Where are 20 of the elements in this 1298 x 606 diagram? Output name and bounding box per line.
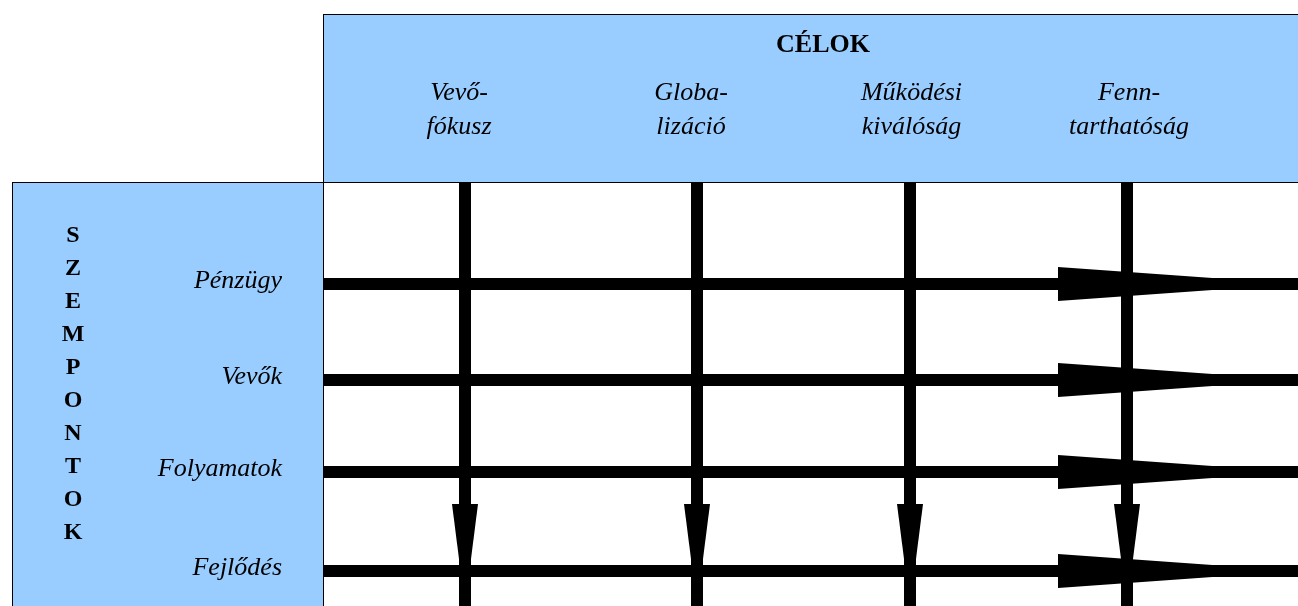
row-label: Pénzügy	[103, 263, 324, 303]
heading: CÉLOK	[775, 28, 871, 60]
arrow	[452, 183, 478, 606]
header-panel	[323, 14, 1298, 183]
column-label: Globa- lizáció	[636, 75, 746, 183]
column-label: Fenn- tarthatóság	[1039, 75, 1219, 183]
arrow	[324, 363, 1298, 397]
column-label: Működési kiválóság	[834, 75, 989, 183]
arrow	[324, 455, 1298, 489]
arrow	[897, 183, 923, 606]
column-label: Vevő- fókusz	[404, 75, 514, 183]
arrow	[324, 267, 1298, 301]
arrow	[1114, 183, 1140, 606]
row-label: Fejlődés	[103, 550, 324, 590]
arrow	[324, 554, 1298, 588]
side-panel	[12, 182, 324, 606]
row-label: Folyamatok	[103, 451, 324, 491]
arrow	[684, 183, 710, 606]
vertical-heading: SZEMPONTOK	[59, 221, 87, 551]
row-label: Vevők	[103, 359, 324, 399]
